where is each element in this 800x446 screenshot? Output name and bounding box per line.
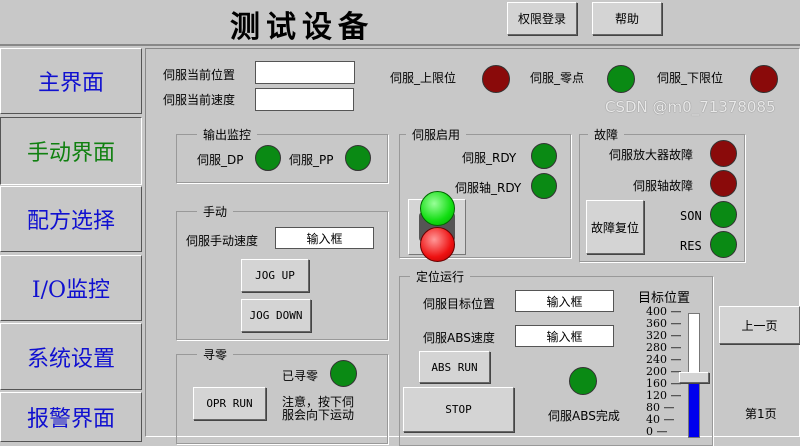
login-button[interactable]: 权限登录 [507, 2, 577, 35]
group-title: 寻零 [197, 346, 234, 363]
zero-label: 伺服_零点 [530, 71, 585, 85]
group-title: 定位运行 [410, 268, 471, 285]
sidebar-item-manual[interactable]: 手动界面 [0, 117, 142, 185]
amp-fault-label: 伺服放大器故障 [609, 148, 694, 162]
slider-tick-label: 40 — [646, 413, 675, 426]
opr-run-button[interactable]: OPR RUN [193, 387, 266, 420]
manual-group: 手动 [176, 203, 388, 340]
fault-reset-button[interactable]: 故障复位 [586, 200, 644, 254]
slider-title: 目标位置 [638, 291, 691, 306]
abs-speed-label: 伺服ABS速度 [423, 331, 495, 345]
slider-tick-label: 80 — [646, 401, 675, 414]
watermark: CSDN @m0_71378085 [605, 98, 776, 116]
slider-thumb[interactable] [679, 372, 709, 383]
manual-speed-input[interactable]: 输入框 [275, 227, 374, 249]
dp-label: 伺服_DP [197, 153, 244, 167]
output-monitor-group: 输出监控 [176, 126, 388, 183]
res-led [710, 231, 737, 258]
group-title: 故障 [588, 126, 625, 143]
zero-led [607, 65, 635, 93]
rdy-led [531, 143, 557, 169]
position-field[interactable] [255, 61, 355, 84]
abs-speed-input[interactable]: 输入框 [515, 325, 614, 347]
slider-tick-label: 400 — [646, 305, 682, 318]
target-position-input[interactable]: 输入框 [515, 290, 614, 312]
slider-fill [689, 382, 699, 437]
target-position-label: 伺服目标位置 [423, 297, 496, 311]
sidebar-item-recipe[interactable]: 配方选择 [0, 186, 142, 252]
group-title: 输出监控 [197, 126, 258, 143]
slider-tick-label: 160 — [646, 377, 682, 390]
axis-rdy-led [531, 173, 557, 199]
abs-run-button[interactable]: ABS RUN [419, 351, 490, 383]
homing-done-led [330, 360, 357, 387]
header [0, 0, 800, 46]
amp-fault-led [710, 140, 737, 167]
prev-page-button[interactable]: 上一页 [719, 306, 800, 344]
son-label: SON [680, 209, 702, 223]
lower-limit-led [750, 65, 778, 93]
lower-limit-label: 伺服_下限位 [657, 71, 724, 85]
page-label: 第1页 [745, 407, 777, 421]
upper-limit-led [482, 65, 510, 93]
slider-tick-label: 120 — [646, 389, 682, 402]
slider-tick-label: 280 — [646, 341, 682, 354]
slider-tick-label: 0 — [646, 425, 668, 438]
red-lamp-icon [420, 227, 455, 262]
manual-speed-label: 伺服手动速度 [186, 234, 259, 248]
jog-down-button[interactable]: JOG DOWN [241, 299, 311, 332]
sidebar-item-settings[interactable]: 系统设置 [0, 323, 142, 390]
pp-led [345, 145, 371, 171]
slider-tick-label: 200 — [646, 365, 682, 378]
son-led [710, 201, 737, 228]
jog-up-button[interactable]: JOG UP [241, 259, 309, 292]
res-label: RES [680, 239, 702, 253]
upper-limit-label: 伺服_上限位 [390, 71, 457, 85]
green-lamp-icon [420, 191, 455, 226]
fault-group: 故障 [579, 126, 745, 262]
group-title: 伺服启用 [406, 126, 467, 143]
rdy-label: 伺服_RDY [462, 151, 517, 165]
axis-fault-label: 伺服轴故障 [633, 179, 694, 193]
speed-field[interactable] [255, 88, 354, 111]
sidebar-item-main[interactable]: 主界面 [0, 48, 142, 114]
slider-tick-label: 360 — [646, 317, 682, 330]
homing-note: 注意，按下伺服会向下运动 [282, 395, 355, 422]
pp-label: 伺服_PP [289, 153, 334, 167]
speed-label: 伺服当前速度 [163, 93, 236, 107]
homing-done-label: 已寻零 [282, 369, 319, 383]
help-button[interactable]: 帮助 [592, 2, 662, 35]
abs-done-led [569, 367, 597, 395]
app-title: 测试设备 [230, 10, 374, 45]
slider-tick-label: 240 — [646, 353, 682, 366]
position-label: 伺服当前位置 [163, 68, 236, 82]
dp-led [255, 145, 281, 171]
group-title: 手动 [197, 203, 234, 220]
axis-rdy-label: 伺服轴_RDY [455, 181, 522, 195]
servo-enable-group: 伺服启用 [399, 126, 571, 258]
sidebar-item-alarm[interactable]: 报警界面 [0, 392, 142, 442]
sidebar-item-io[interactable]: I/O监控 [0, 255, 142, 321]
axis-fault-led [710, 170, 737, 197]
stop-button[interactable]: STOP [403, 387, 514, 432]
abs-done-label: 伺服ABS完成 [548, 409, 620, 423]
slider-tick-label: 320 — [646, 329, 682, 342]
